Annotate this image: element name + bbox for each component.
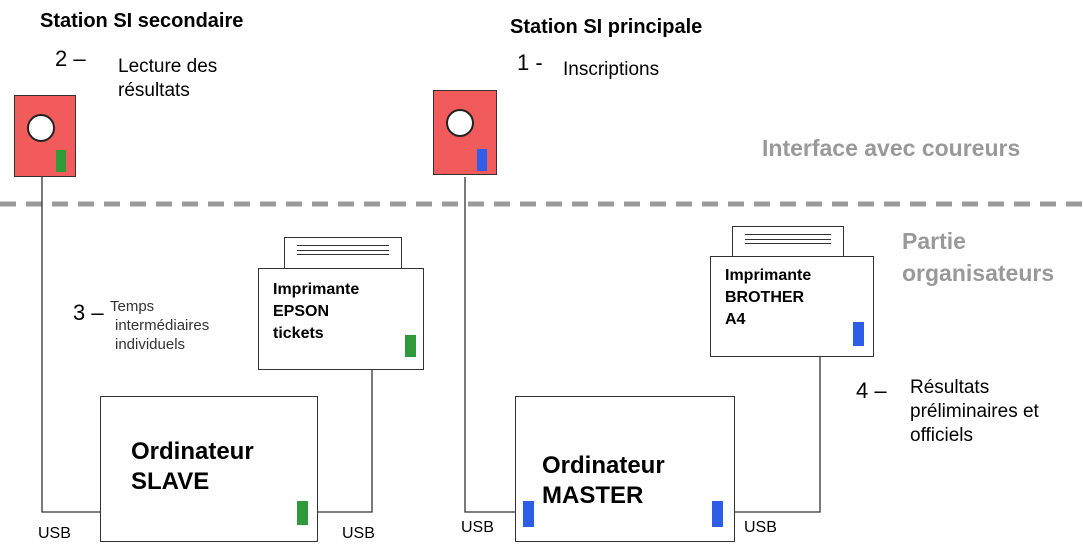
primary-station-title: Station SI principale bbox=[510, 16, 703, 38]
master-computer-label: Ordinateur MASTER bbox=[542, 452, 665, 509]
step-2-label: Lecture des résultats bbox=[118, 56, 218, 101]
green-led-icon bbox=[405, 335, 416, 357]
punch-hole-icon bbox=[27, 114, 55, 142]
brother-printer-label: Imprimante BROTHER A4 bbox=[725, 267, 812, 328]
step-4-label: Résultats préliminaires et officiels bbox=[910, 377, 1039, 446]
secondary-si-station bbox=[14, 95, 76, 177]
paper-lines-icon bbox=[745, 234, 831, 244]
master-computer: Ordinateur MASTER bbox=[515, 396, 735, 542]
usb-label-slave-left: USB bbox=[38, 525, 71, 542]
step-3-number: 3 – bbox=[73, 300, 104, 325]
wire-primary-station-to-master bbox=[464, 177, 515, 513]
step-3-label: Temps intermédiaires individuels bbox=[110, 298, 210, 353]
step-2-number: 2 – bbox=[55, 46, 86, 71]
step-1-label: Inscriptions bbox=[563, 59, 660, 80]
secondary-station-title: Station SI secondaire bbox=[40, 10, 244, 32]
step-4-number: 4 – bbox=[856, 378, 887, 403]
blue-led-icon bbox=[523, 501, 534, 527]
zone-organizers-label: Partie organisateurs bbox=[902, 228, 1055, 286]
brother-printer: Imprimante BROTHER A4 bbox=[710, 256, 874, 357]
epson-printer: Imprimante EPSON tickets bbox=[258, 268, 424, 370]
usb-label-master-right: USB bbox=[744, 519, 777, 536]
slave-computer-label: Ordinateur SLAVE bbox=[131, 438, 254, 495]
zone-runners-label: Interface avec coureurs bbox=[762, 135, 1021, 161]
brother-printer-paper bbox=[732, 226, 844, 258]
blue-led-icon bbox=[712, 501, 723, 527]
green-led-icon bbox=[297, 501, 308, 525]
blue-led-icon bbox=[853, 322, 864, 346]
usb-label-slave-right: USB bbox=[342, 525, 375, 542]
green-led-icon bbox=[56, 150, 66, 172]
punch-hole-icon bbox=[446, 109, 474, 137]
epson-printer-label: Imprimante EPSON tickets bbox=[273, 281, 360, 342]
blue-led-icon bbox=[477, 149, 487, 171]
wire-secondary-station-to-slave bbox=[41, 177, 100, 513]
primary-si-station bbox=[433, 90, 497, 175]
wire-brother-to-master bbox=[735, 357, 821, 513]
paper-lines-icon bbox=[297, 245, 389, 255]
wire-epson-to-slave bbox=[318, 370, 373, 513]
epson-printer-paper bbox=[284, 237, 402, 271]
slave-computer: Ordinateur SLAVE bbox=[100, 396, 318, 542]
usb-label-master-left: USB bbox=[461, 519, 494, 536]
step-1-number: 1 - bbox=[517, 50, 543, 75]
